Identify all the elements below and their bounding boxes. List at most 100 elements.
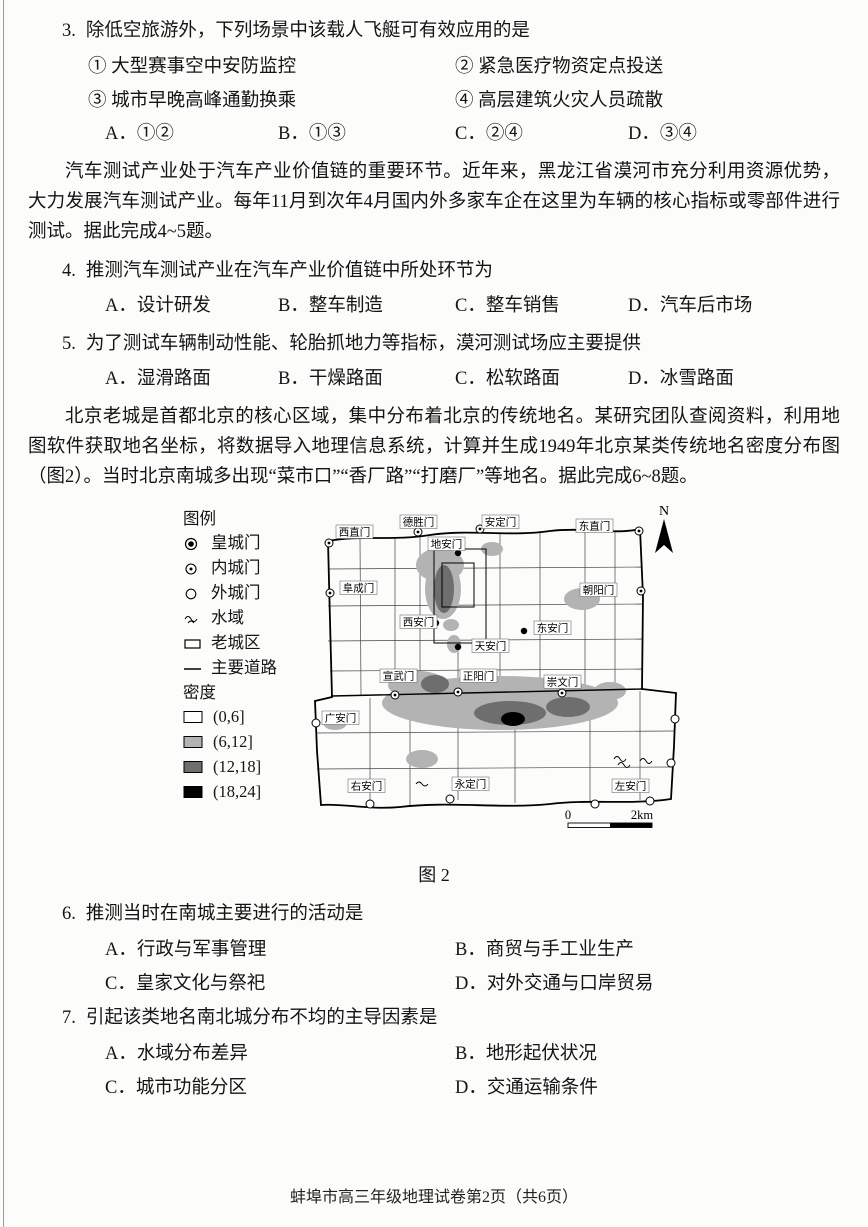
gate-label: 永定门 [451, 776, 490, 791]
option-d: D．交通运输条件 [455, 1078, 598, 1098]
density-swatch [183, 711, 203, 723]
outer-gate-icon [185, 588, 197, 599]
option-a: A．湿滑路面 [105, 369, 211, 389]
density-class-1: (0,6] [183, 705, 277, 730]
gate-label: 安定门 [481, 514, 520, 529]
option-c: C．整车销售 [455, 296, 560, 316]
question-6-stem: 6. 推测当时在南城主要进行的活动是 [62, 899, 840, 929]
gate-label: 天安门 [471, 638, 510, 653]
question-3: 3. 除低空旅游外，下列场景中该载人飞艇可有效应用的是 ① 大型赛事空中安防监控 … [28, 16, 840, 151]
gate-label: 正阳门 [459, 668, 498, 683]
question-3-items: ① 大型赛事空中安防监控 ② 紧急医疗物资定点投送 ③ 城市早晚高峰通勤换乘 ④… [88, 50, 840, 118]
option-c: C．②④ [455, 124, 523, 144]
density-label: (0,6] [213, 707, 245, 727]
svg-text:正阳门: 正阳门 [463, 670, 495, 683]
option-c: C．松软路面 [455, 369, 560, 389]
passage-beijing-placenames: 北京老城是首都北京的核心区域，集中分布着北京的传统地名。某研究团队查阅资料，利用… [28, 407, 840, 487]
svg-text:N: N [659, 504, 669, 519]
option-a: A．行政与军事管理 [105, 940, 267, 960]
svg-text:崇文门: 崇文门 [547, 676, 579, 689]
legend-label: 主要道路 [211, 658, 277, 678]
legend-item-outer-gate: 外城门 [183, 581, 277, 606]
question-number: 7. [62, 1008, 76, 1028]
old-city-icon [184, 638, 201, 649]
gate-label: 广安门 [321, 710, 360, 725]
density-class-2: (6,12] [183, 730, 277, 755]
question-number: 4. [62, 261, 76, 281]
gate-label: 地安门 [427, 536, 466, 551]
question-text: 除低空旅游外，下列场景中该载人飞艇可有效应用的是 [85, 21, 530, 41]
scan-edge-line [3, 0, 4, 1227]
north-arrow-icon: N [655, 504, 673, 553]
figure-2: 图例 皇城门 内城门 外城门 水域 老城区 [28, 501, 840, 853]
question-3-stem: 3. 除低空旅游外，下列场景中该载人飞艇可有效应用的是 [62, 16, 840, 46]
question-text: 为了测试车辆制动性能、轮胎抓地力等指标，漠河测试场应主要提供 [85, 334, 641, 354]
legend-label: 皇城门 [211, 533, 261, 553]
gate-label: 西直门 [335, 524, 374, 539]
option-d: D．③④ [628, 124, 697, 144]
item-3: ③ 城市早晚高峰通勤换乘 [88, 91, 297, 111]
option-c: C．城市功能分区 [105, 1078, 247, 1098]
question-5-options: A．湿滑路面 B．干燥路面 C．松软路面 D．冰雪路面 [105, 363, 840, 396]
legend-item-inner-gate: 内城门 [183, 556, 277, 581]
legend-label: 内城门 [211, 558, 261, 578]
question-7: 7.引起该类地名南北城分布不均的主导因素是 A．水域分布差异 B．地形起伏状况 … [28, 1003, 840, 1105]
svg-text:广安门: 广安门 [325, 712, 357, 725]
option-b: B．①③ [278, 124, 346, 144]
svg-text:宣武门: 宣武门 [383, 670, 415, 683]
option-d: D．冰雪路面 [628, 369, 734, 389]
passage-auto-testing: 汽车测试产业处于汽车产业价值链的重要环节。近年来，黑龙江省漠河市充分利用资源优势… [28, 162, 840, 242]
imperial-gate-icon [184, 537, 198, 550]
legend-item-imperial-gate: 皇城门 [183, 531, 277, 556]
inner-gate-icon [185, 562, 197, 575]
svg-text:德胜门: 德胜门 [403, 516, 435, 529]
main-road-icon [184, 667, 201, 670]
question-text: 推测汽车测试产业在汽车产业价值链中所处环节为 [85, 261, 493, 281]
question-3-options: A．①② B．①③ C．②④ D．③④ [105, 118, 840, 151]
gate-labels: 西直门 德胜门 地安门 安定门 东直门 阜成门 朝阳门 西安门 东安门 天安门 … [321, 514, 650, 793]
question-7-stem: 7. 引起该类地名南北城分布不均的主导因素是 [62, 1003, 840, 1033]
density-label: (18,24] [213, 782, 262, 802]
item-1: ① 大型赛事空中安防监控 [88, 57, 297, 77]
svg-text:右安门: 右安门 [351, 780, 383, 793]
gate-label: 宣武门 [379, 668, 418, 683]
question-5-stem: 5. 为了测试车辆制动性能、轮胎抓地力等指标，漠河测试场应主要提供 [62, 329, 840, 359]
legend-label: 外城门 [211, 583, 261, 603]
question-number: 5. [62, 334, 76, 354]
svg-text:安定门: 安定门 [485, 516, 517, 529]
figure-caption: 图 2 [418, 865, 450, 885]
legend-item-old-city: 老城区 [183, 631, 277, 656]
question-text: 推测当时在南城主要进行的活动是 [85, 904, 364, 924]
density-label: (12,18] [213, 757, 262, 777]
question-6-options-row-2: C．皇家文化与祭祀 D．对外交通与口岸贸易 [105, 967, 840, 1001]
question-number: 6. [62, 904, 76, 924]
forbidden-city-wall [441, 562, 475, 608]
item-4: ④ 高层建筑火灾人员疏散 [455, 91, 664, 111]
water-area-icons [415, 756, 653, 787]
old-city-boundary [314, 527, 677, 809]
question-6: 6. 推测当时在南城主要进行的活动是 A．行政与军事管理 B．商贸与手工业生产 C… [28, 899, 840, 1001]
page-footer: 蚌埠市高三年级地理试卷第2页（共6页） [289, 1189, 578, 1206]
svg-text:朝阳门: 朝阳门 [583, 584, 615, 597]
option-b: B．地形起伏状况 [455, 1044, 597, 1064]
beijing-placename-density-map: 西直门 德胜门 地安门 安定门 东直门 阜成门 朝阳门 西安门 东安门 天安门 … [311, 504, 680, 828]
option-b: B．干燥路面 [278, 369, 383, 389]
svg-text:地安门: 地安门 [431, 538, 463, 551]
gate-label: 崇文门 [543, 674, 582, 689]
option-a: A．水域分布差异 [105, 1044, 248, 1064]
map-legend: 图例 皇城门 内城门 外城门 水域 老城区 [183, 507, 277, 805]
question-7-options-row-1: A．水域分布差异 B．地形起伏状况 [105, 1037, 840, 1071]
svg-text:左安门: 左安门 [615, 780, 647, 793]
svg-text:西直门: 西直门 [339, 526, 371, 539]
density-class-3: (12,18] [183, 755, 277, 780]
question-text: 引起该类地名南北城分布不均的主导因素是 [85, 1008, 438, 1028]
option-b: B．商贸与手工业生产 [455, 940, 634, 960]
question-4-stem: 4. 推测汽车测试产业在汽车产业价值链中所处环节为 [62, 256, 840, 286]
gate-label: 西安门 [399, 614, 438, 629]
density-swatch [183, 786, 203, 798]
question-5: 5. 为了测试车辆制动性能、轮胎抓地力等指标，漠河测试场应主要提供 A．湿滑路面 … [28, 329, 840, 396]
gate-label: 左安门 [611, 778, 650, 793]
question-number: 3. [62, 21, 76, 41]
svg-text:西安门: 西安门 [403, 616, 435, 629]
